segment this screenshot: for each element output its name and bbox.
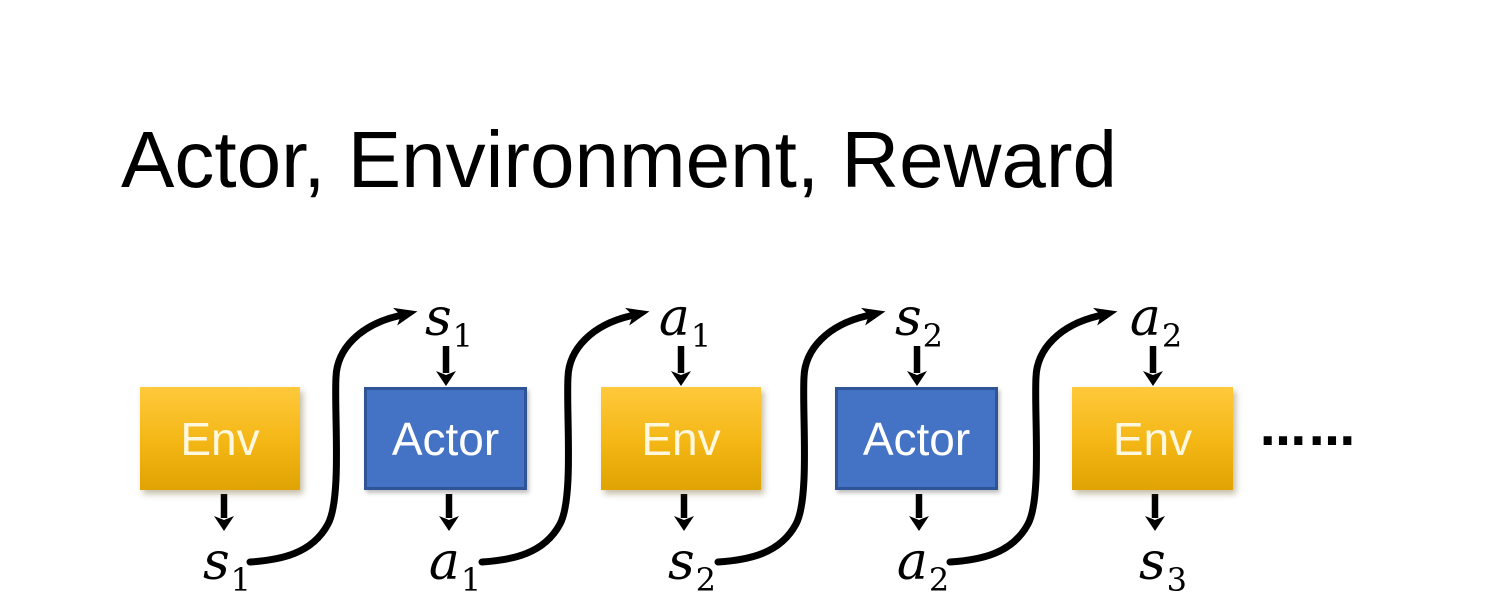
curve-arrow-s1 — [246, 307, 418, 566]
curve-arrow-s2 — [714, 307, 886, 566]
bottom-label-s2: s2 — [667, 532, 717, 599]
actor-box-1: Actor — [364, 387, 527, 490]
bottom-label-s3: s3 — [1138, 532, 1188, 599]
env-box-2: Env — [601, 387, 761, 490]
env-box-2-label: Env — [641, 412, 721, 465]
env-box-3-label: Env — [1112, 412, 1193, 465]
top-label-s2: s2 — [894, 288, 944, 355]
slide-title: Actor, Environment, Reward — [121, 115, 1117, 204]
curve-arrow-a2 — [946, 307, 1118, 566]
continuation-dots: …… — [1260, 402, 1358, 456]
env-box-1: Env — [140, 387, 300, 490]
actor-box-2: Actor — [835, 387, 998, 490]
actor-box-2-label: Actor — [862, 412, 971, 465]
bottom-label-a2: a2 — [896, 532, 950, 599]
top-label-a1: a1 — [658, 288, 712, 355]
env-box-1-label: Env — [180, 412, 260, 465]
bottom-label-s1: s1 — [202, 532, 252, 599]
top-label-a2: a2 — [1129, 288, 1183, 355]
bottom-label-a1: a1 — [428, 532, 482, 599]
env-box-3: Env — [1072, 387, 1233, 490]
top-label-s1: s1 — [424, 288, 474, 355]
actor-box-1-label: Actor — [391, 412, 500, 465]
curve-arrow-a1 — [478, 307, 650, 566]
